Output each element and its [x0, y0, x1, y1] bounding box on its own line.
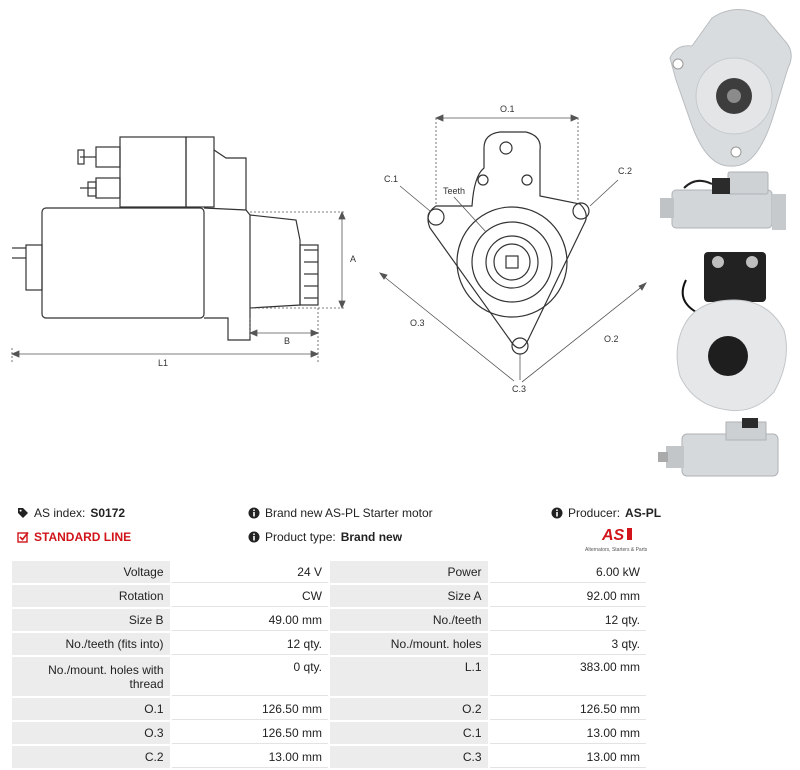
bottom-view-photo	[658, 418, 779, 477]
logo-text: AS	[601, 527, 625, 544]
product-photos	[656, 0, 800, 480]
spec-value: CW	[171, 585, 328, 607]
side-view-photo	[660, 171, 786, 230]
spec-label: No./mount. holes	[329, 633, 488, 655]
dim-o3-label: O.3	[410, 318, 425, 328]
spec-value: 13.00 mm	[489, 722, 646, 744]
product-type-value: Brand new	[340, 530, 403, 544]
spec-label: Size B	[12, 609, 170, 631]
dim-c2-label: C.2	[618, 166, 632, 176]
dim-o2-label: O.2	[604, 334, 619, 344]
spec-value: 12 qty.	[489, 609, 646, 631]
producer-label: Producer:	[568, 506, 621, 520]
spec-value: 92.00 mm	[489, 585, 646, 607]
checkbox-checked-icon	[17, 531, 29, 543]
spec-value: 126.50 mm	[489, 698, 646, 720]
spec-value: 6.00 kW	[489, 561, 646, 583]
table-row: Size B 49.00 mm No./teeth 12 qty.	[12, 609, 646, 631]
spec-label: No./teeth (fits into)	[12, 633, 170, 655]
product-info: AS index: S0172 STANDARD LINE Brand new …	[0, 500, 800, 560]
description: Brand new AS-PL Starter motor	[248, 506, 433, 520]
spec-value: 49.00 mm	[171, 609, 328, 631]
standard-line-label: STANDARD LINE	[34, 530, 132, 544]
info-icon	[551, 507, 563, 519]
spec-label: Power	[329, 561, 488, 583]
spec-value: 24 V	[171, 561, 328, 583]
dim-l1-label: L1	[158, 358, 168, 368]
spec-label: Voltage	[12, 561, 170, 583]
producer: Producer: AS-PL	[551, 506, 661, 520]
description-text: Brand new AS-PL Starter motor	[265, 506, 433, 520]
product-type: Product type: Brand new	[248, 530, 402, 544]
spec-value: 13.00 mm	[489, 746, 646, 768]
spec-value: 383.00 mm	[489, 657, 646, 696]
photo-strip	[658, 9, 792, 477]
spec-label: No./teeth	[329, 609, 488, 631]
standard-line: STANDARD LINE	[17, 530, 131, 544]
teeth-label: Teeth	[443, 186, 465, 196]
dim-b-label: B	[284, 336, 290, 346]
as-index: AS index: S0172	[17, 506, 125, 520]
spec-value: 0 qty.	[171, 657, 328, 696]
logo-tagline: Alternators, Starters & Parts	[585, 547, 648, 553]
front-view-photo	[669, 9, 792, 167]
spec-label: No./mount. holes with thread	[12, 657, 170, 696]
tag-icon	[17, 507, 29, 519]
spec-label: O.3	[12, 722, 170, 744]
spec-label: O.2	[329, 698, 488, 720]
table-row: C.2 13.00 mm C.3 13.00 mm	[12, 746, 646, 768]
dimension-drawing: A B L1	[10, 104, 647, 394]
spec-label: C.3	[329, 746, 488, 768]
spec-value: 126.50 mm	[171, 722, 328, 744]
product-type-label: Product type:	[265, 530, 336, 544]
side-view-drawing	[12, 136, 319, 341]
table-row: Voltage 24 V Power 6.00 kW	[12, 561, 646, 583]
table-row: No./mount. holes with thread 0 qty. L.1 …	[12, 657, 646, 696]
table-row: No./teeth (fits into) 12 qty. No./mount.…	[12, 633, 646, 655]
spec-label: Size A	[329, 585, 488, 607]
table-row: O.1 126.50 mm O.2 126.50 mm	[12, 698, 646, 720]
specs-table: Voltage 24 V Power 6.00 kW Rotation CW S…	[10, 559, 648, 770]
spec-label: C.2	[12, 746, 170, 768]
spec-label: L.1	[329, 657, 488, 696]
as-logo: AS Alternators, Starters & Parts	[584, 524, 650, 554]
info-icon	[248, 531, 260, 543]
spec-label: C.1	[329, 722, 488, 744]
as-index-value: S0172	[90, 506, 126, 520]
dim-c3-label: C.3	[512, 384, 526, 394]
producer-value: AS-PL	[625, 506, 662, 520]
info-icon	[248, 507, 260, 519]
rear-view-photo	[676, 252, 787, 412]
table-row: Rotation CW Size A 92.00 mm	[12, 585, 646, 607]
spec-value: 3 qty.	[489, 633, 646, 655]
spec-value: 126.50 mm	[171, 698, 328, 720]
dim-a-label: A	[350, 254, 356, 264]
spec-value: 12 qty.	[171, 633, 328, 655]
spec-value: 13.00 mm	[171, 746, 328, 768]
technical-drawings: A B L1	[10, 104, 647, 394]
as-index-label: AS index:	[34, 506, 86, 520]
dim-c1-label: C.1	[384, 174, 398, 184]
dim-o1-label: O.1	[500, 104, 515, 114]
spec-label: O.1	[12, 698, 170, 720]
front-view-drawing	[427, 131, 590, 355]
table-row: O.3 126.50 mm C.1 13.00 mm	[12, 722, 646, 744]
spec-label: Rotation	[12, 585, 170, 607]
